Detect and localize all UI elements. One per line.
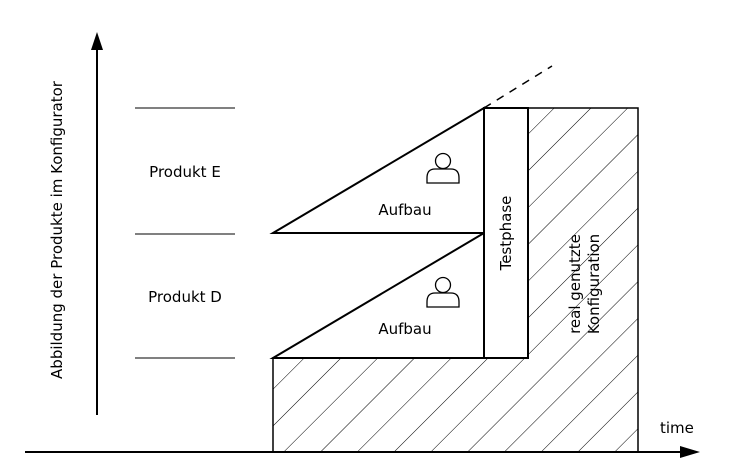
test-phase-label: Testphase xyxy=(497,196,515,272)
person-icon xyxy=(426,276,460,308)
product-d-label: Produkt D xyxy=(148,288,222,306)
y-axis xyxy=(91,32,103,415)
x-axis-label: time xyxy=(660,419,694,437)
product-e-label: Produkt E xyxy=(149,163,221,181)
x-axis xyxy=(25,446,700,458)
person-icon xyxy=(426,152,460,184)
test-phase-box xyxy=(483,107,529,359)
build-label-upper: Aufbau xyxy=(378,201,431,219)
build-label-lower: Aufbau xyxy=(378,320,431,338)
trend-dashed-line xyxy=(483,65,553,109)
real-configuration-label-line1: real genutzte xyxy=(566,234,584,334)
y-axis-label: Abbildung der Produkte im Konfigurator xyxy=(48,80,66,379)
real-configuration-label-line2: Konfiguration xyxy=(585,234,603,334)
